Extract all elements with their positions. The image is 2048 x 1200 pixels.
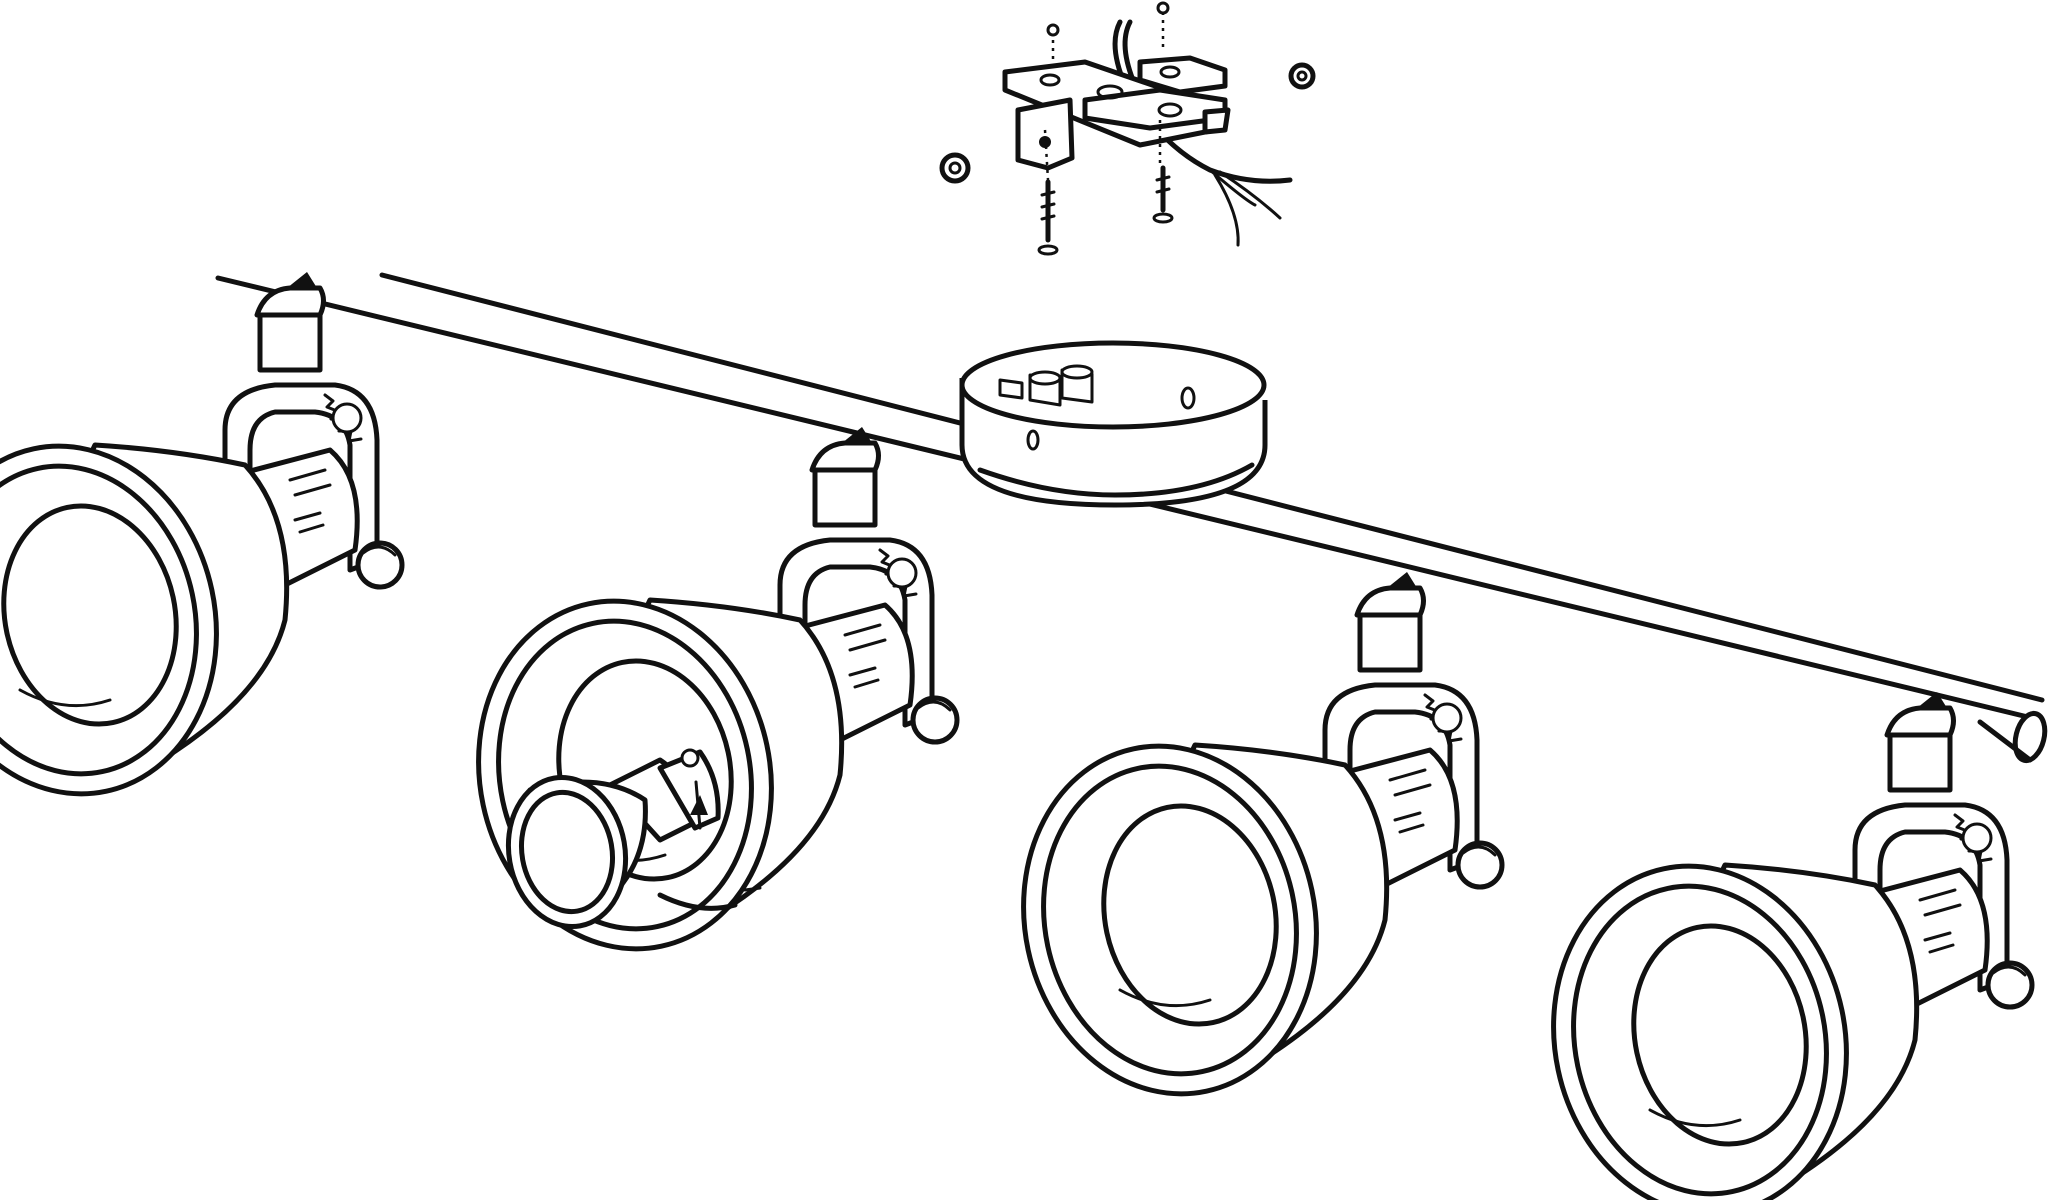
- mounting-bracket: [939, 1, 1316, 256]
- spotlight-4: [1522, 692, 2032, 1200]
- lamp-bulb: [505, 748, 762, 930]
- spotlight-3: [992, 572, 1502, 1121]
- spotlight-1: [0, 272, 402, 821]
- ceiling-canopy: [959, 340, 1268, 508]
